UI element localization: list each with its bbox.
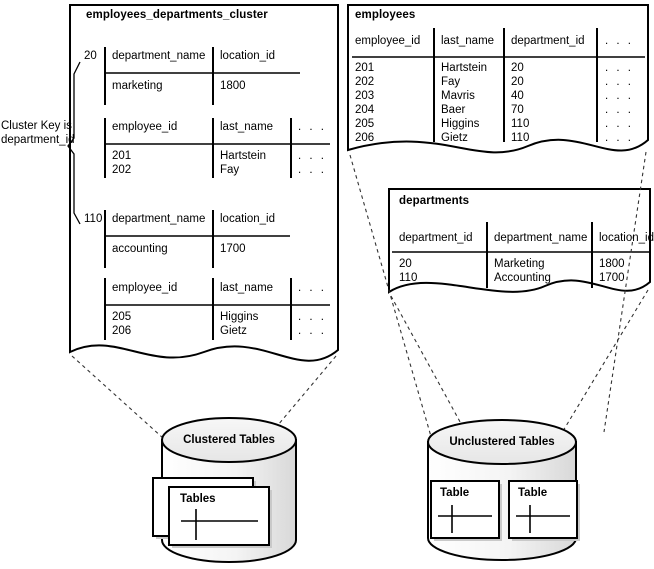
employees-cell-5-1: Gietz bbox=[441, 132, 468, 144]
cluster-g0-emp-cell-1-2: . . . bbox=[298, 164, 327, 176]
cluster-g1-dept-header-0: department_name bbox=[112, 213, 206, 225]
clustered-cards bbox=[152, 477, 272, 548]
employees-cell-3-1: Baer bbox=[441, 104, 466, 116]
cluster-g0-emp-cell-0-1: Hartstein bbox=[220, 150, 267, 162]
employees-cell-2-3: . . . bbox=[605, 90, 634, 102]
cluster-g1-emp-header-1: last_name bbox=[220, 282, 274, 294]
employees-box-outline bbox=[347, 4, 649, 154]
employees-cell-2-0: 203 bbox=[355, 90, 375, 102]
cluster-g1-emp-cell-0-0: 205 bbox=[112, 311, 132, 323]
cluster-g0-emp-cell-0-2: . . . bbox=[298, 150, 327, 162]
cluster-g1-emp-header-2: . . . bbox=[298, 282, 327, 294]
cluster-g0-emp-header-2: . . . bbox=[298, 121, 327, 133]
cluster-box-outline bbox=[69, 4, 339, 362]
cluster-key-brace bbox=[67, 61, 81, 225]
cluster-g0-emp-cell-1-0: 202 bbox=[112, 164, 132, 176]
cluster-g0-emp-header-1: last_name bbox=[220, 121, 274, 133]
departments-cell-1-2: 1700 bbox=[599, 272, 625, 284]
employees-header-2: department_id bbox=[511, 35, 585, 47]
employees-cell-0-3: . . . bbox=[605, 62, 634, 74]
employees-cell-1-0: 202 bbox=[355, 76, 375, 88]
cluster-g0-dept-cell-0-0: marketing bbox=[112, 80, 163, 92]
cluster-g0-dept-header-0: department_name bbox=[112, 50, 206, 62]
employees-cell-1-1: Fay bbox=[441, 76, 461, 88]
cluster-g1-dept-header-1: location_id bbox=[220, 213, 275, 225]
unclustered-card-label-0: Table bbox=[440, 487, 470, 499]
employees-cell-4-0: 205 bbox=[355, 118, 375, 130]
cluster-key-line2: department_id bbox=[1, 133, 75, 146]
employees-cell-2-2: 40 bbox=[511, 90, 524, 102]
cluster-g0-emp-header-0: employee_id bbox=[112, 121, 178, 133]
employees-cell-3-2: 70 bbox=[511, 104, 524, 116]
cluster-g1-emp-header-0: employee_id bbox=[112, 282, 178, 294]
unclustered-cylinder-label: Unclustered Tables bbox=[449, 436, 555, 448]
cluster-g0-dept-cell-0-1: 1800 bbox=[220, 80, 246, 92]
employees-cell-2-1: Mavris bbox=[441, 90, 475, 102]
cluster-g1-emp-cell-0-1: Higgins bbox=[220, 311, 259, 323]
employees-cell-5-3: . . . bbox=[605, 132, 634, 144]
employees-header-3: . . . bbox=[605, 35, 634, 47]
unclustered-cards bbox=[430, 480, 580, 541]
cluster-key-value-110: 110 bbox=[84, 213, 103, 225]
employees-header-0: employee_id bbox=[355, 35, 421, 47]
employees-box-title: employees bbox=[355, 9, 416, 21]
employees-cell-5-0: 206 bbox=[355, 132, 375, 144]
connector-lines-unclustered bbox=[349, 151, 649, 441]
connector-lines-clustered bbox=[71, 355, 337, 445]
employees-cell-0-2: 20 bbox=[511, 62, 524, 74]
departments-cell-1-0: 110 bbox=[399, 272, 418, 284]
cluster-g1-dept-cell-0-0: accounting bbox=[112, 243, 168, 255]
departments-cell-0-2: 1800 bbox=[599, 258, 625, 270]
unclustered-card-label-1: Table bbox=[518, 487, 548, 499]
cluster-g1-dept-cell-0-1: 1700 bbox=[220, 243, 246, 255]
cluster-g1-emp-cell-0-2: . . . bbox=[298, 311, 327, 323]
cluster-g1-emp-cell-1-1: Gietz bbox=[220, 325, 247, 337]
cluster-box-title: employees_departments_cluster bbox=[86, 9, 268, 21]
departments-header-0: department_id bbox=[399, 232, 473, 244]
employees-cell-0-1: Hartstein bbox=[441, 62, 488, 74]
employees-cell-0-0: 201 bbox=[355, 62, 375, 74]
departments-box-title: departments bbox=[399, 195, 470, 207]
departments-header-1: department_name bbox=[494, 232, 588, 244]
employees-cell-4-1: Higgins bbox=[441, 118, 480, 130]
cluster-g1-emp-cell-1-2: . . . bbox=[298, 325, 327, 337]
cluster-g0-emp-cell-0-0: 201 bbox=[112, 150, 132, 162]
cluster-key-annotation: Cluster Key is department_id bbox=[1, 120, 75, 147]
employees-cell-5-2: 110 bbox=[511, 132, 530, 144]
departments-cell-1-1: Accounting bbox=[494, 272, 551, 284]
employees-header-1: last_name bbox=[441, 35, 495, 47]
employees-cell-1-3: . . . bbox=[605, 76, 634, 88]
departments-cell-0-0: 20 bbox=[399, 258, 412, 270]
cluster-key-value-20: 20 bbox=[84, 50, 97, 62]
cluster-g1-emp-cell-1-0: 206 bbox=[112, 325, 132, 337]
employees-cell-4-3: . . . bbox=[605, 118, 634, 130]
cluster-g0-dept-header-1: location_id bbox=[220, 50, 275, 62]
departments-cell-0-1: Marketing bbox=[494, 258, 545, 270]
employees-cell-3-3: . . . bbox=[605, 104, 634, 116]
employees-cell-4-2: 110 bbox=[511, 118, 530, 130]
departments-box-outline bbox=[388, 188, 651, 294]
clustered-card-label: Tables bbox=[180, 493, 216, 505]
employees-cell-1-2: 20 bbox=[511, 76, 524, 88]
cluster-g0-emp-cell-1-1: Fay bbox=[220, 164, 240, 176]
cluster-key-line1: Cluster Key is bbox=[1, 120, 72, 132]
clustered-cylinder-label: Clustered Tables bbox=[183, 434, 275, 446]
departments-header-2: location_id bbox=[599, 232, 654, 244]
employees-cell-3-0: 204 bbox=[355, 104, 375, 116]
